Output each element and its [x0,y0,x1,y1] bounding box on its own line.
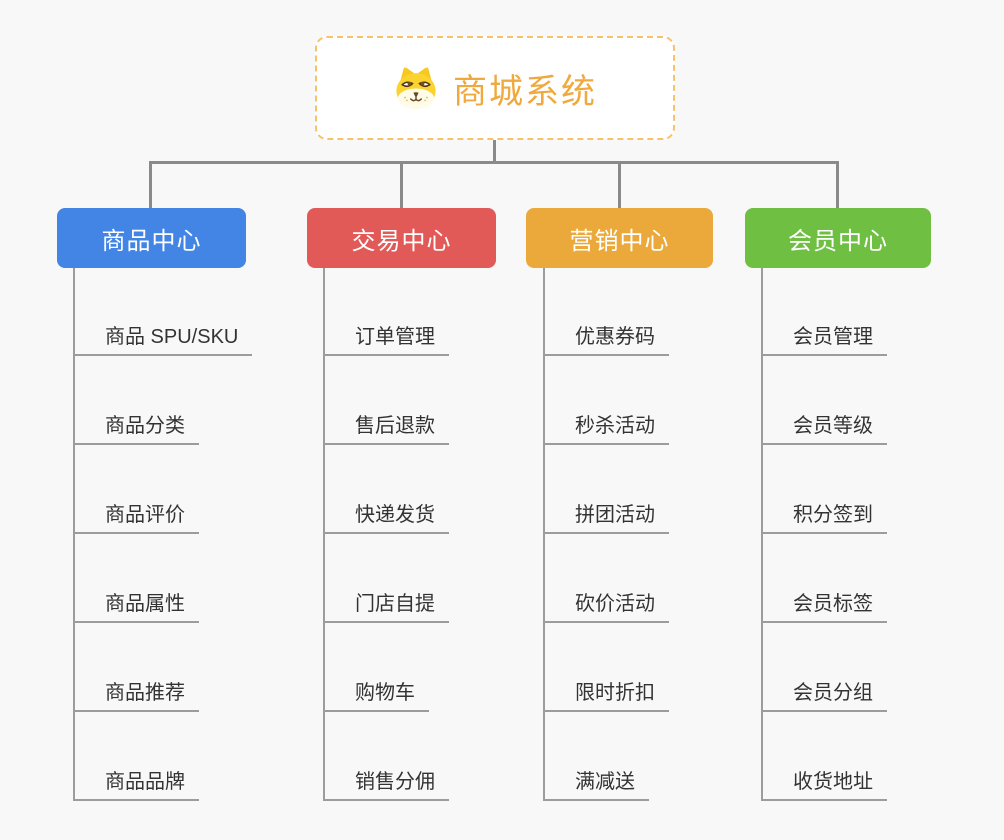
branch-node-trade-center[interactable]: 交易中心 [307,208,496,268]
sub-item-node[interactable]: 商品属性 [73,587,199,623]
branch-label: 商品中心 [101,227,202,255]
sub-item-node[interactable]: 优惠券码 [543,320,669,356]
sub-item-node[interactable]: 销售分佣 [323,765,449,801]
branch-spine-line [761,268,763,801]
sub-item-node[interactable]: 会员标签 [761,587,887,623]
shiba-dog-icon [396,67,436,109]
branch-connector-line [618,161,621,210]
sub-item-node[interactable]: 秒杀活动 [543,409,669,445]
branch-connector-line [149,161,152,210]
sub-item-node[interactable]: 会员等级 [761,409,887,445]
branch-label: 会员中心 [788,227,888,255]
sub-item-node[interactable]: 售后退款 [323,409,449,445]
branch-node-member-center[interactable]: 会员中心 [745,208,931,268]
sub-item-node[interactable]: 会员分组 [761,676,887,712]
branch-spine-line [73,268,75,801]
branch-label: 营销中心 [569,227,670,255]
sub-item-node[interactable]: 订单管理 [323,320,449,356]
sub-item-node[interactable]: 收货地址 [761,765,887,801]
sub-item-node[interactable]: 商品分类 [73,409,199,445]
sub-item-node[interactable]: 商品 SPU/SKU [73,320,253,356]
branch-spine-line [323,268,325,801]
branch-item-list-marketing: 优惠券码秒杀活动拼团活动砍价活动限时折扣满减送 [543,268,783,801]
branch-item-list-product: 商品 SPU/SKU 商品分类商品评价商品属性商品推荐商品品牌 [73,268,313,801]
sub-item-node[interactable]: 满减送 [543,765,649,801]
sub-item-node[interactable]: 商品品牌 [73,765,199,801]
branch-label: 交易中心 [351,227,452,255]
branch-connector-line [836,161,839,210]
root-connector-line [493,140,496,163]
sub-item-node[interactable]: 会员管理 [761,320,887,356]
sub-item-node[interactable]: 商品评价 [73,498,199,534]
sub-item-node[interactable]: 拼团活动 [543,498,669,534]
branch-connector-line [400,161,403,210]
branches-horizontal-line [149,161,839,164]
sub-item-node[interactable]: 砍价活动 [543,587,669,623]
branch-item-list-trade: 订单管理售后退款快递发货门店自提购物车销售分佣 [323,268,563,801]
sub-item-node[interactable]: 积分签到 [761,498,887,534]
sub-item-node[interactable]: 快递发货 [323,498,449,534]
branch-item-list-member: 会员管理会员等级积分签到会员标签会员分组收货地址 [761,268,1001,801]
sub-item-node[interactable]: 购物车 [323,676,429,712]
sub-item-node[interactable]: 商品推荐 [73,676,199,712]
branch-spine-line [543,268,545,801]
root-node[interactable]: 商城系统 [315,36,675,140]
sub-item-node[interactable]: 限时折扣 [543,676,669,712]
sub-item-node[interactable]: 门店自提 [323,587,449,623]
root-title: 商城系统 [453,72,597,111]
branch-node-product-center[interactable]: 商品中心 [57,208,246,268]
branch-node-marketing-center[interactable]: 营销中心 [526,208,713,268]
